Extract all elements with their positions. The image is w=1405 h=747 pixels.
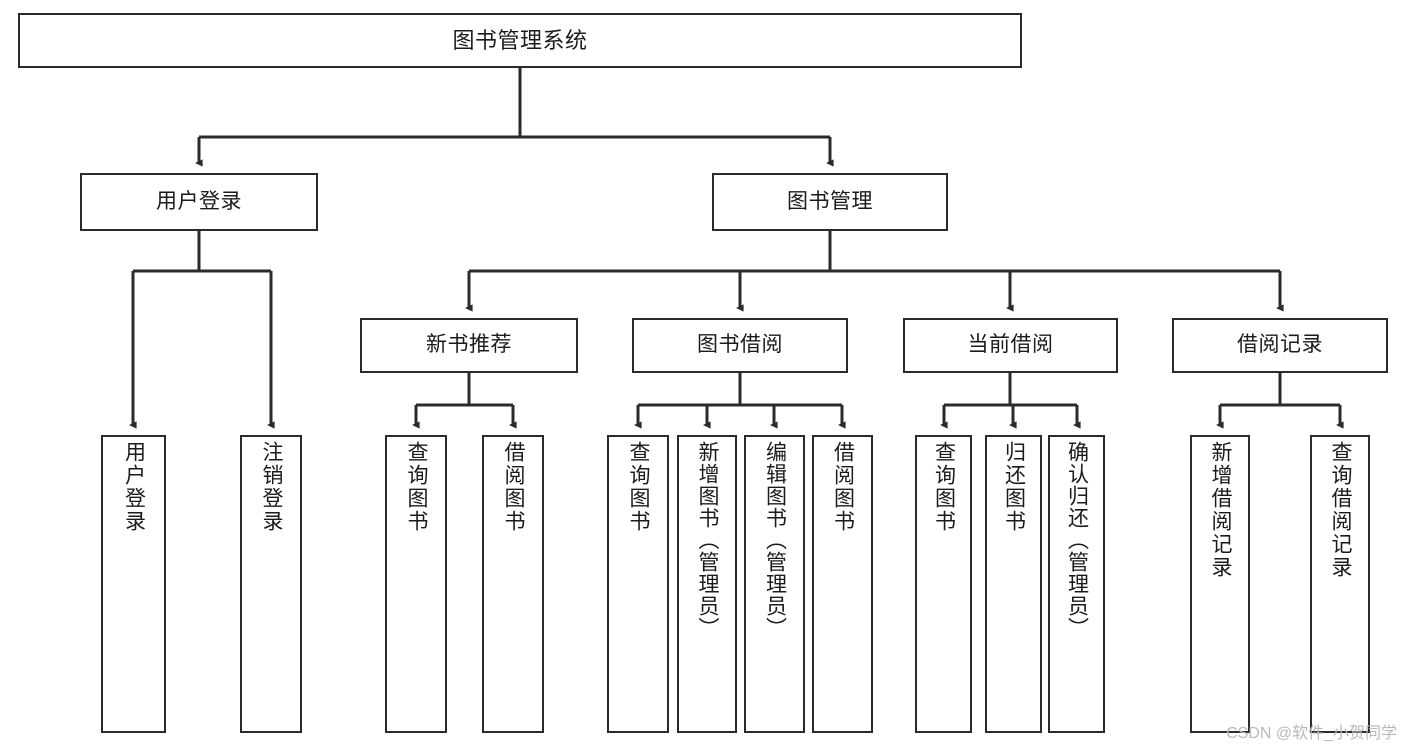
node-book-management[interactable]: 图书管理: [712, 173, 948, 231]
node-leaf-query-book-borrow-label: 查询图书: [627, 441, 651, 533]
node-leaf-borrow-book[interactable]: 借阅图书: [812, 435, 873, 733]
node-book-borrow-label: 图书借阅: [697, 333, 783, 357]
node-leaf-query-book-current-label: 查询图书: [932, 441, 956, 533]
watermark-text: CSDN @软件_小贺同学: [1226, 725, 1397, 742]
node-book-borrow[interactable]: 图书借阅: [632, 318, 848, 373]
node-leaf-return-book-label: 归还图书: [1002, 441, 1026, 533]
node-leaf-query-book-recommend-label: 查询图书: [405, 441, 429, 533]
node-current-borrow-label: 当前借阅: [967, 333, 1054, 357]
node-leaf-return-book[interactable]: 归还图书: [985, 435, 1042, 733]
node-borrow-records[interactable]: 借阅记录: [1172, 318, 1388, 373]
node-leaf-edit-book-admin-label: 编辑图书（管理员）: [763, 441, 787, 639]
node-leaf-user-login[interactable]: 用户登录: [101, 435, 166, 733]
node-leaf-add-book-admin[interactable]: 新增图书（管理员）: [677, 435, 737, 733]
node-leaf-edit-book-admin[interactable]: 编辑图书（管理员）: [744, 435, 805, 733]
node-leaf-query-book-recommend[interactable]: 查询图书: [385, 435, 447, 733]
node-leaf-borrow-book-label: 借阅图书: [831, 441, 855, 533]
node-leaf-logout-login-label: 注销登录: [260, 441, 284, 533]
node-new-book-recommend-label: 新书推荐: [426, 333, 512, 357]
node-leaf-query-borrow-record[interactable]: 查询借阅记录: [1310, 435, 1370, 733]
node-book-management-label: 图书管理: [787, 189, 873, 213]
node-leaf-query-book-borrow[interactable]: 查询图书: [607, 435, 669, 733]
node-root[interactable]: 图书管理系统: [18, 13, 1022, 68]
node-leaf-add-book-admin-label: 新增图书（管理员）: [696, 441, 720, 639]
node-borrow-records-label: 借阅记录: [1237, 333, 1323, 357]
node-leaf-borrow-book-recommend-label: 借阅图书: [502, 441, 526, 533]
node-leaf-query-borrow-record-label: 查询借阅记录: [1329, 441, 1353, 579]
node-leaf-borrow-book-recommend[interactable]: 借阅图书: [482, 435, 544, 733]
node-user-login-label: 用户登录: [156, 189, 242, 213]
node-root-label: 图书管理系统: [452, 27, 588, 53]
node-leaf-confirm-return-admin-label: 确认归还（管理员）: [1065, 441, 1089, 639]
node-leaf-user-login-label: 用户登录: [122, 441, 146, 533]
node-leaf-query-book-current[interactable]: 查询图书: [915, 435, 972, 733]
node-leaf-add-borrow-record-label: 新增借阅记录: [1209, 441, 1233, 579]
node-user-login[interactable]: 用户登录: [80, 173, 318, 231]
node-leaf-confirm-return-admin[interactable]: 确认归还（管理员）: [1048, 435, 1105, 733]
node-new-book-recommend[interactable]: 新书推荐: [360, 318, 578, 373]
node-current-borrow[interactable]: 当前借阅: [903, 318, 1118, 373]
node-leaf-add-borrow-record[interactable]: 新增借阅记录: [1190, 435, 1250, 733]
node-leaf-logout-login[interactable]: 注销登录: [240, 435, 302, 733]
